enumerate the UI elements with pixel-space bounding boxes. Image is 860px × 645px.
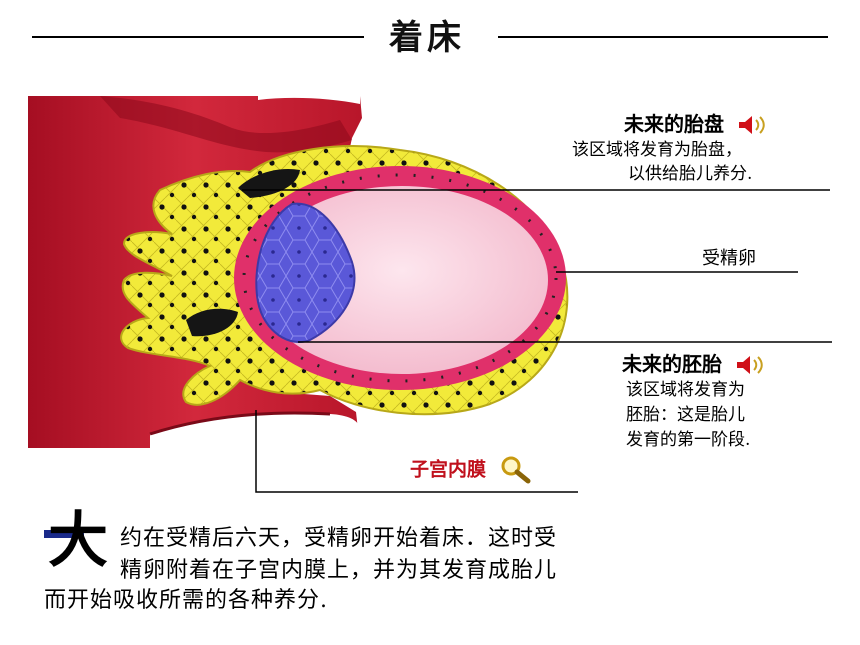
initial-accent-bar: [44, 530, 84, 538]
blastocyst-membrane-dots: [242, 173, 558, 383]
embryo-label: 未来的胚胎: [622, 348, 767, 380]
magnifier-icon[interactable]: [499, 454, 533, 488]
embryo-description-3: 发育的第一阶段.: [626, 430, 751, 450]
title-rule-left: [32, 36, 364, 38]
endometrium-label[interactable]: 子宫内膜: [410, 454, 533, 488]
uterine-gland-upper: [258, 96, 360, 104]
inner-cell-mass: [255, 202, 356, 343]
placenta-description-1: 该区域将发育为胎盘，: [572, 140, 742, 160]
speaker-icon[interactable]: [737, 114, 769, 140]
speaker-icon[interactable]: [735, 354, 767, 380]
embryo-description-2: 胚胎：这是胎儿: [626, 405, 745, 425]
caption-line-3: 而开始吸收所需的各种养分.: [44, 588, 328, 613]
caption-line-1: 约在受精后六天，受精卵开始着床．这时受: [120, 526, 558, 551]
embryo-heading: 未来的胚胎: [622, 352, 722, 376]
embryo-description-1: 该区域将发育为: [626, 380, 745, 400]
title-rule-right: [498, 36, 828, 38]
uterine-gland-lower-outline: [149, 411, 331, 436]
tissue-fold-upper: [100, 96, 352, 153]
endometrium-text: 子宫内膜: [410, 458, 487, 481]
lacuna-lower: [186, 308, 238, 337]
placenta-label: 未来的胎盘: [624, 108, 769, 140]
fertilized-egg-label: 受精卵: [702, 248, 756, 269]
caption-line-2: 精卵附着在子宫内膜上，并为其发育成胎儿: [120, 558, 558, 583]
placenta-heading: 未来的胎盘: [624, 112, 724, 136]
leader-line-endometrium: [255, 410, 578, 493]
page-title: 着床: [389, 18, 465, 58]
caption-initial: 大: [48, 506, 108, 576]
placenta-description-2: 以供给胎儿养分.: [628, 164, 753, 184]
